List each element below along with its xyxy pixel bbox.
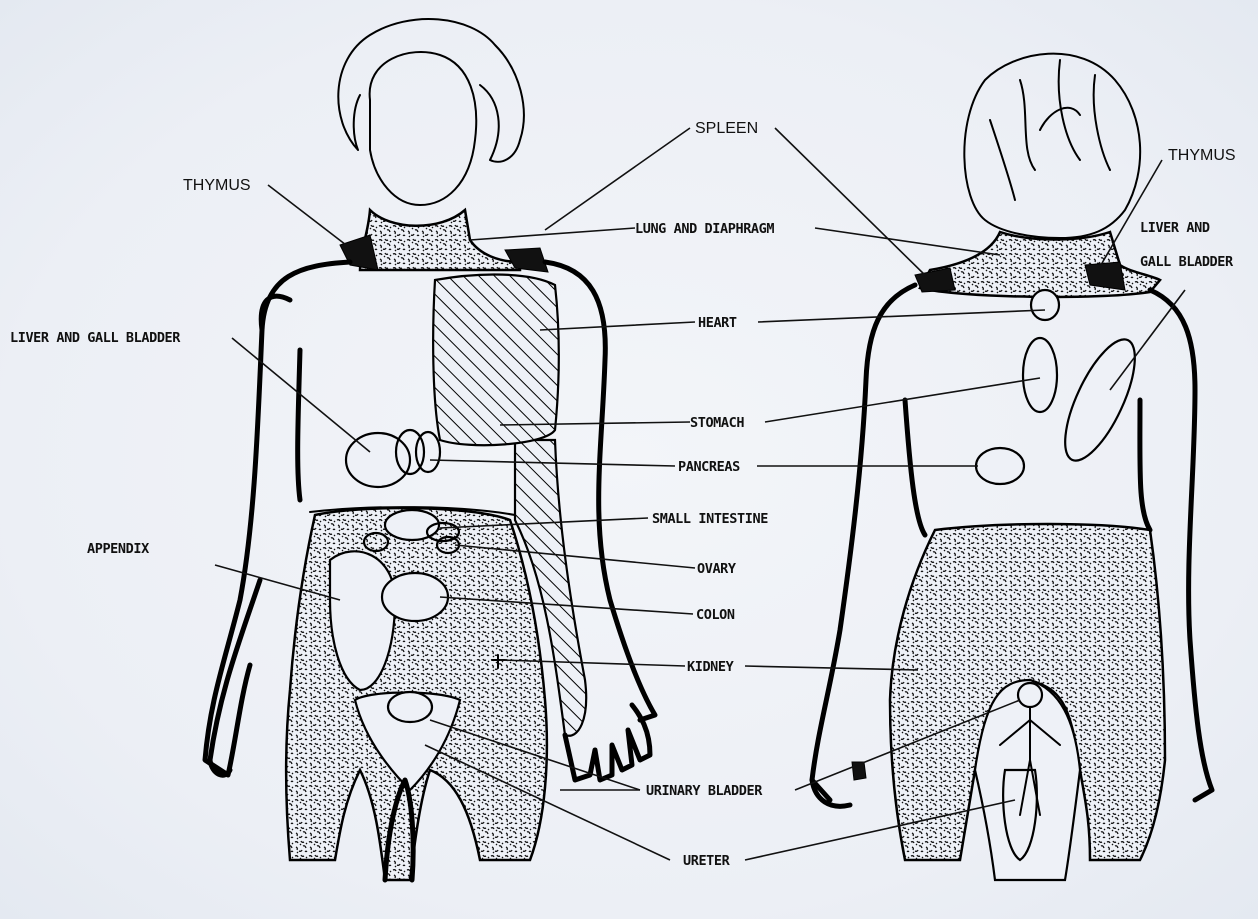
label-spleen: SPLEEN bbox=[695, 120, 758, 137]
label-kidney: KIDNEY bbox=[687, 659, 735, 675]
back-pancreas bbox=[976, 448, 1024, 484]
label-urinary-bladder: URINARY BLADDER bbox=[646, 783, 763, 799]
front-hair bbox=[338, 19, 524, 162]
back-head bbox=[964, 54, 1140, 238]
front-colon bbox=[382, 573, 448, 621]
back-liver bbox=[1051, 330, 1148, 469]
label-colon: COLON bbox=[696, 607, 735, 623]
back-hair-curls bbox=[990, 60, 1110, 200]
label-stomach: STOMACH bbox=[690, 415, 744, 431]
label-appendix: APPENDIX bbox=[87, 541, 149, 557]
label-liver-right-1: LIVER AND bbox=[1140, 220, 1210, 236]
label-liver-left: LIVER AND GALL BLADDER bbox=[10, 330, 181, 346]
label-ureter: URETER bbox=[683, 853, 731, 869]
back-heart bbox=[1031, 290, 1059, 320]
front-bladder bbox=[388, 692, 432, 722]
label-thymus-left: THYMUS bbox=[183, 177, 251, 194]
label-liver-right-2: GALL BLADDER bbox=[1140, 254, 1234, 270]
front-gall-2 bbox=[416, 432, 440, 472]
label-lung-diaphragm: LUNG AND DIAPHRAGM bbox=[635, 221, 774, 237]
front-face bbox=[370, 52, 477, 205]
label-pancreas: PANCREAS bbox=[678, 459, 740, 475]
front-left-arm bbox=[210, 350, 300, 775]
front-figure bbox=[205, 19, 655, 880]
back-kidney bbox=[1023, 338, 1057, 412]
label-ovary: OVARY bbox=[697, 561, 737, 577]
label-heart: HEART bbox=[698, 315, 737, 331]
label-thymus-right: THYMUS bbox=[1168, 147, 1236, 164]
front-neck bbox=[360, 210, 520, 270]
label-small-intestine: SMALL INTESTINE bbox=[652, 511, 768, 527]
front-lung-region bbox=[433, 275, 559, 446]
